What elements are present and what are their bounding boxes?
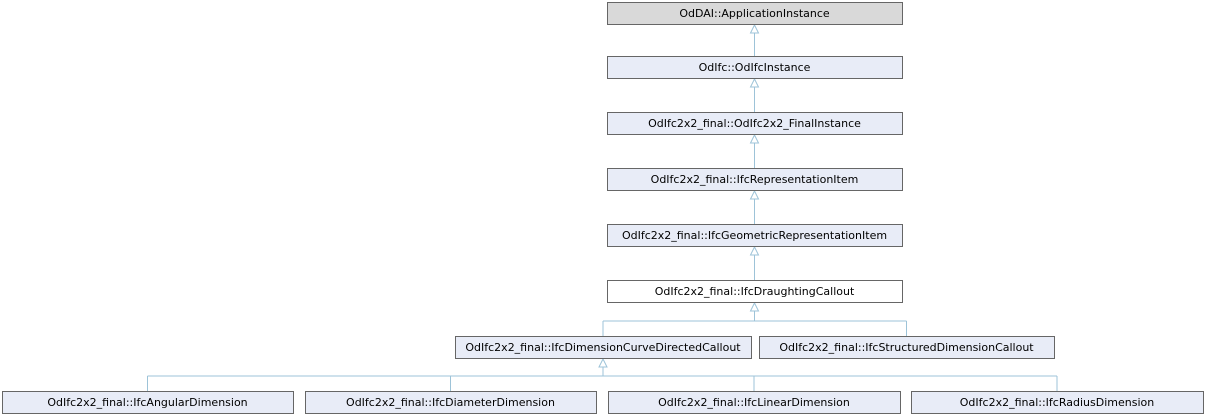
class-node[interactable]: OdIfc::OdIfcInstance [607,56,903,79]
class-node[interactable]: OdIfc2x2_final::IfcStructuredDimensionCa… [759,336,1055,359]
class-node-label: OdIfc2x2_final::IfcDiameterDimension [346,396,555,409]
class-node[interactable]: OdIfc2x2_final::OdIfc2x2_FinalInstance [607,112,903,135]
class-node-box [2,391,294,414]
inheritance-edge [602,301,907,336]
edges-layer [147,23,1058,391]
inheritance-edge [749,23,760,56]
class-node-label: OdIfc2x2_final::OdIfc2x2_FinalInstance [648,117,861,130]
class-node-label: OdIfc2x2_final::IfcRepresentationItem [651,173,859,186]
class-node-label: OdIfc2x2_final::IfcLinearDimension [658,396,850,409]
class-node-box [607,168,903,191]
class-node-box [759,336,1055,359]
arrow-head-icon [749,133,760,144]
class-node-label: OdIfc::OdIfcInstance [699,61,811,74]
class-node-box [607,280,903,303]
class-node[interactable]: OdIfc2x2_final::IfcDimensionCurveDirecte… [455,336,752,359]
inheritance-edge [749,133,760,168]
class-node[interactable]: OdIfc2x2_final::IfcDiameterDimension [305,391,597,414]
inheritance-edge [749,245,760,280]
arrow-head-icon [749,245,760,256]
class-node[interactable]: OdIfc2x2_final::IfcAngularDimension [2,391,294,414]
class-node-box [911,391,1204,414]
class-node[interactable]: OdIfc2x2_final::IfcRadiusDimension [911,391,1204,414]
class-node-box [607,112,903,135]
arrow-head-icon [749,23,760,34]
class-node[interactable]: OdIfc2x2_final::IfcLinearDimension [608,391,901,414]
arrow-head-icon [598,357,608,368]
class-node-box [455,336,752,359]
arrow-head-icon [749,301,760,312]
class-node-label: OdIfc2x2_final::IfcDimensionCurveDirecte… [465,341,741,354]
class-node-label: OdDAI::ApplicationInstance [679,7,830,20]
arrow-head-icon [749,77,760,88]
class-node[interactable]: OdIfc2x2_final::IfcRepresentationItem [607,168,903,191]
inheritance-edge [749,189,760,224]
class-node-label: OdIfc2x2_final::IfcStructuredDimensionCa… [779,341,1034,354]
class-node-box [608,391,901,414]
class-node-box [607,2,903,25]
inheritance-edge [749,77,760,112]
class-node-box [607,56,903,79]
class-node[interactable]: OdIfc2x2_final::IfcGeometricRepresentati… [607,224,903,247]
class-node-box [607,224,903,247]
class-node-label: OdIfc2x2_final::IfcRadiusDimension [960,396,1154,409]
class-node-label: OdIfc2x2_final::IfcDraughtingCallout [655,285,855,298]
arrow-head-icon [749,189,760,200]
class-node-box [305,391,597,414]
class-node-label: OdIfc2x2_final::IfcGeometricRepresentati… [622,229,887,242]
class-node-current: OdIfc2x2_final::IfcDraughtingCallout [607,280,903,303]
inheritance-edge [147,357,1058,391]
class-node[interactable]: OdDAI::ApplicationInstance [607,2,903,25]
class-node-label: OdIfc2x2_final::IfcAngularDimension [47,396,247,409]
